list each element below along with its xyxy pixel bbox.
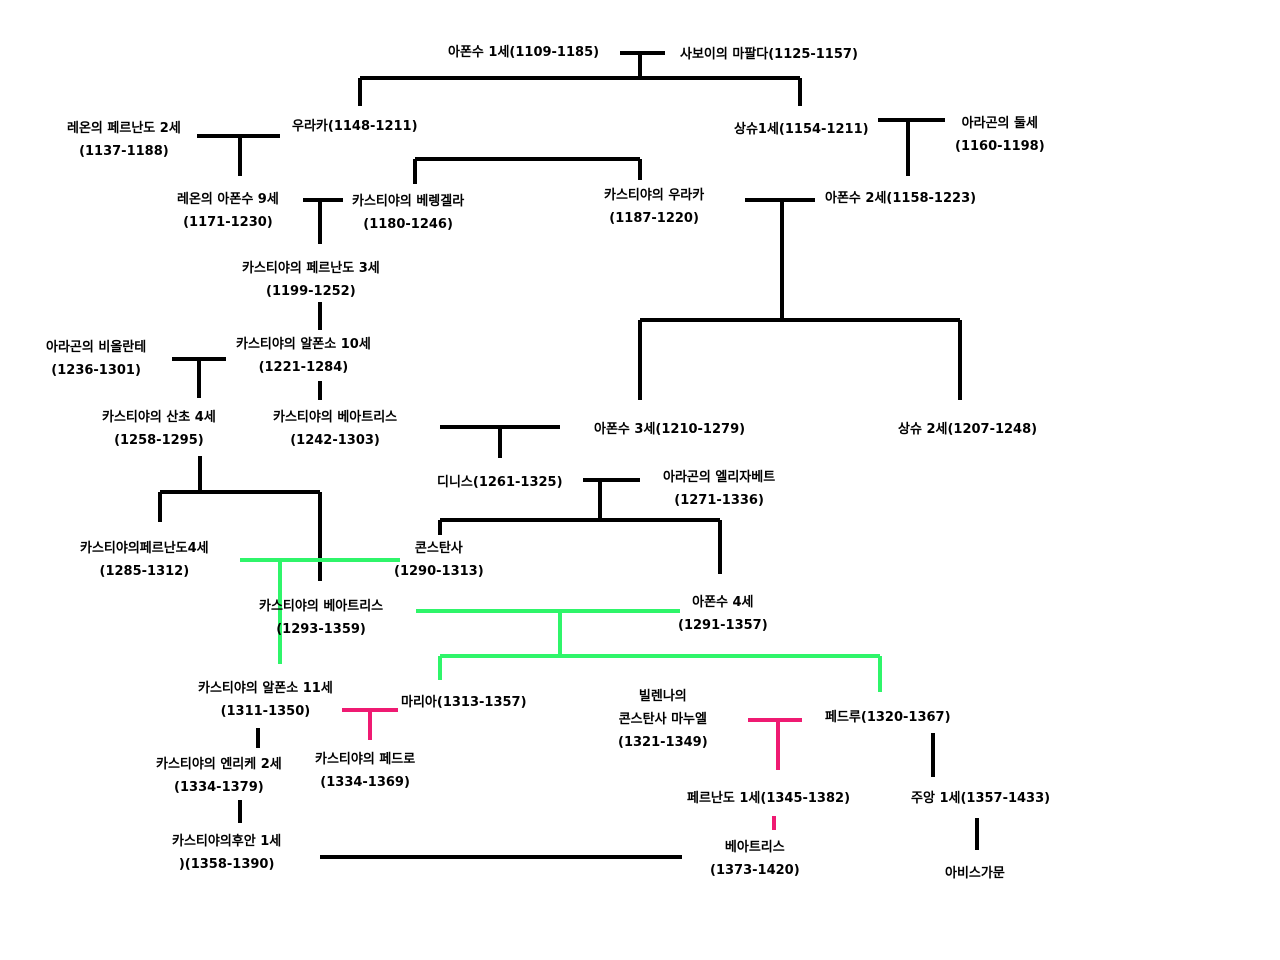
person-fernando-3: 카스티야의 페르난도 3세(1199-1252) <box>242 261 380 299</box>
person-beatriz-3: 베아트리스(1373-1420) <box>710 840 800 878</box>
person-alfonso-4: 아폰수 4세(1291-1357) <box>678 595 768 633</box>
person-isabel: 아라곤의 엘리자베트(1271-1336) <box>663 470 776 508</box>
person-alfonso-10: 카스티야의 알폰소 10세(1221-1284) <box>236 337 371 375</box>
person-pedro-1: 페드루(1320-1367) <box>825 710 951 725</box>
person-alfonso-11: 카스티야의 알폰소 11세(1311-1350) <box>198 681 333 719</box>
person-maria: 마리아(1313-1357) <box>401 695 527 710</box>
person-sancho-2: 상슈 2세(1207-1248) <box>898 422 1038 437</box>
person-alfonso-1: 아폰수 1세(1109-1185) <box>448 45 600 60</box>
person-fernando-4: 카스티야의페르난도4세(1285-1312) <box>80 541 209 579</box>
person-juan-1: 카스티야의후안 1세)(1358-1390) <box>172 834 282 872</box>
person-enrique-2: 카스티야의 엔리케 2세(1334-1379) <box>156 757 282 795</box>
person-dulce: 아라곤의 둘세(1160-1198) <box>955 116 1045 154</box>
person-joao-1: 주앙 1세(1357-1433) <box>911 791 1051 806</box>
person-dinis: 디니스(1261-1325) <box>437 475 563 490</box>
person-sancho-1: 상슈1세(1154-1211) <box>734 122 869 137</box>
person-urraca: 우라카(1148-1211) <box>292 119 418 134</box>
person-fernando-2-leon: 레온의 페르난도 2세(1137-1188) <box>67 121 181 159</box>
person-pedro-castile: 카스티야의 페드로(1334-1369) <box>315 752 416 790</box>
person-urraca-castile: 카스티야의 우라카(1187-1220) <box>604 188 705 226</box>
person-mafalda: 사보이의 마팔다(1125-1157) <box>680 47 858 62</box>
person-beatriz-1: 카스티야의 베아트리스(1242-1303) <box>273 410 398 448</box>
person-alfonso-2: 아폰수 2세(1158-1223) <box>825 191 977 206</box>
person-alfonso-9-leon: 레온의 아폰수 9세(1171-1230) <box>177 192 279 230</box>
person-beatriz-2: 카스티야의 베아트리스(1293-1359) <box>259 599 384 637</box>
person-constanza: 콘스탄사(1290-1313) <box>394 541 484 579</box>
house-of-aviz: 아비스가문 <box>945 866 1005 881</box>
person-violante: 아라곤의 비올란테(1236-1301) <box>46 340 147 378</box>
person-sancho-4: 카스티야의 산초 4세(1258-1295) <box>102 410 216 448</box>
person-alfonso-3: 아폰수 3세(1210-1279) <box>594 422 746 437</box>
person-berenguela: 카스티야의 베렝겔라(1180-1246) <box>352 194 465 232</box>
person-fernando-1: 페르난도 1세(1345-1382) <box>687 791 851 806</box>
